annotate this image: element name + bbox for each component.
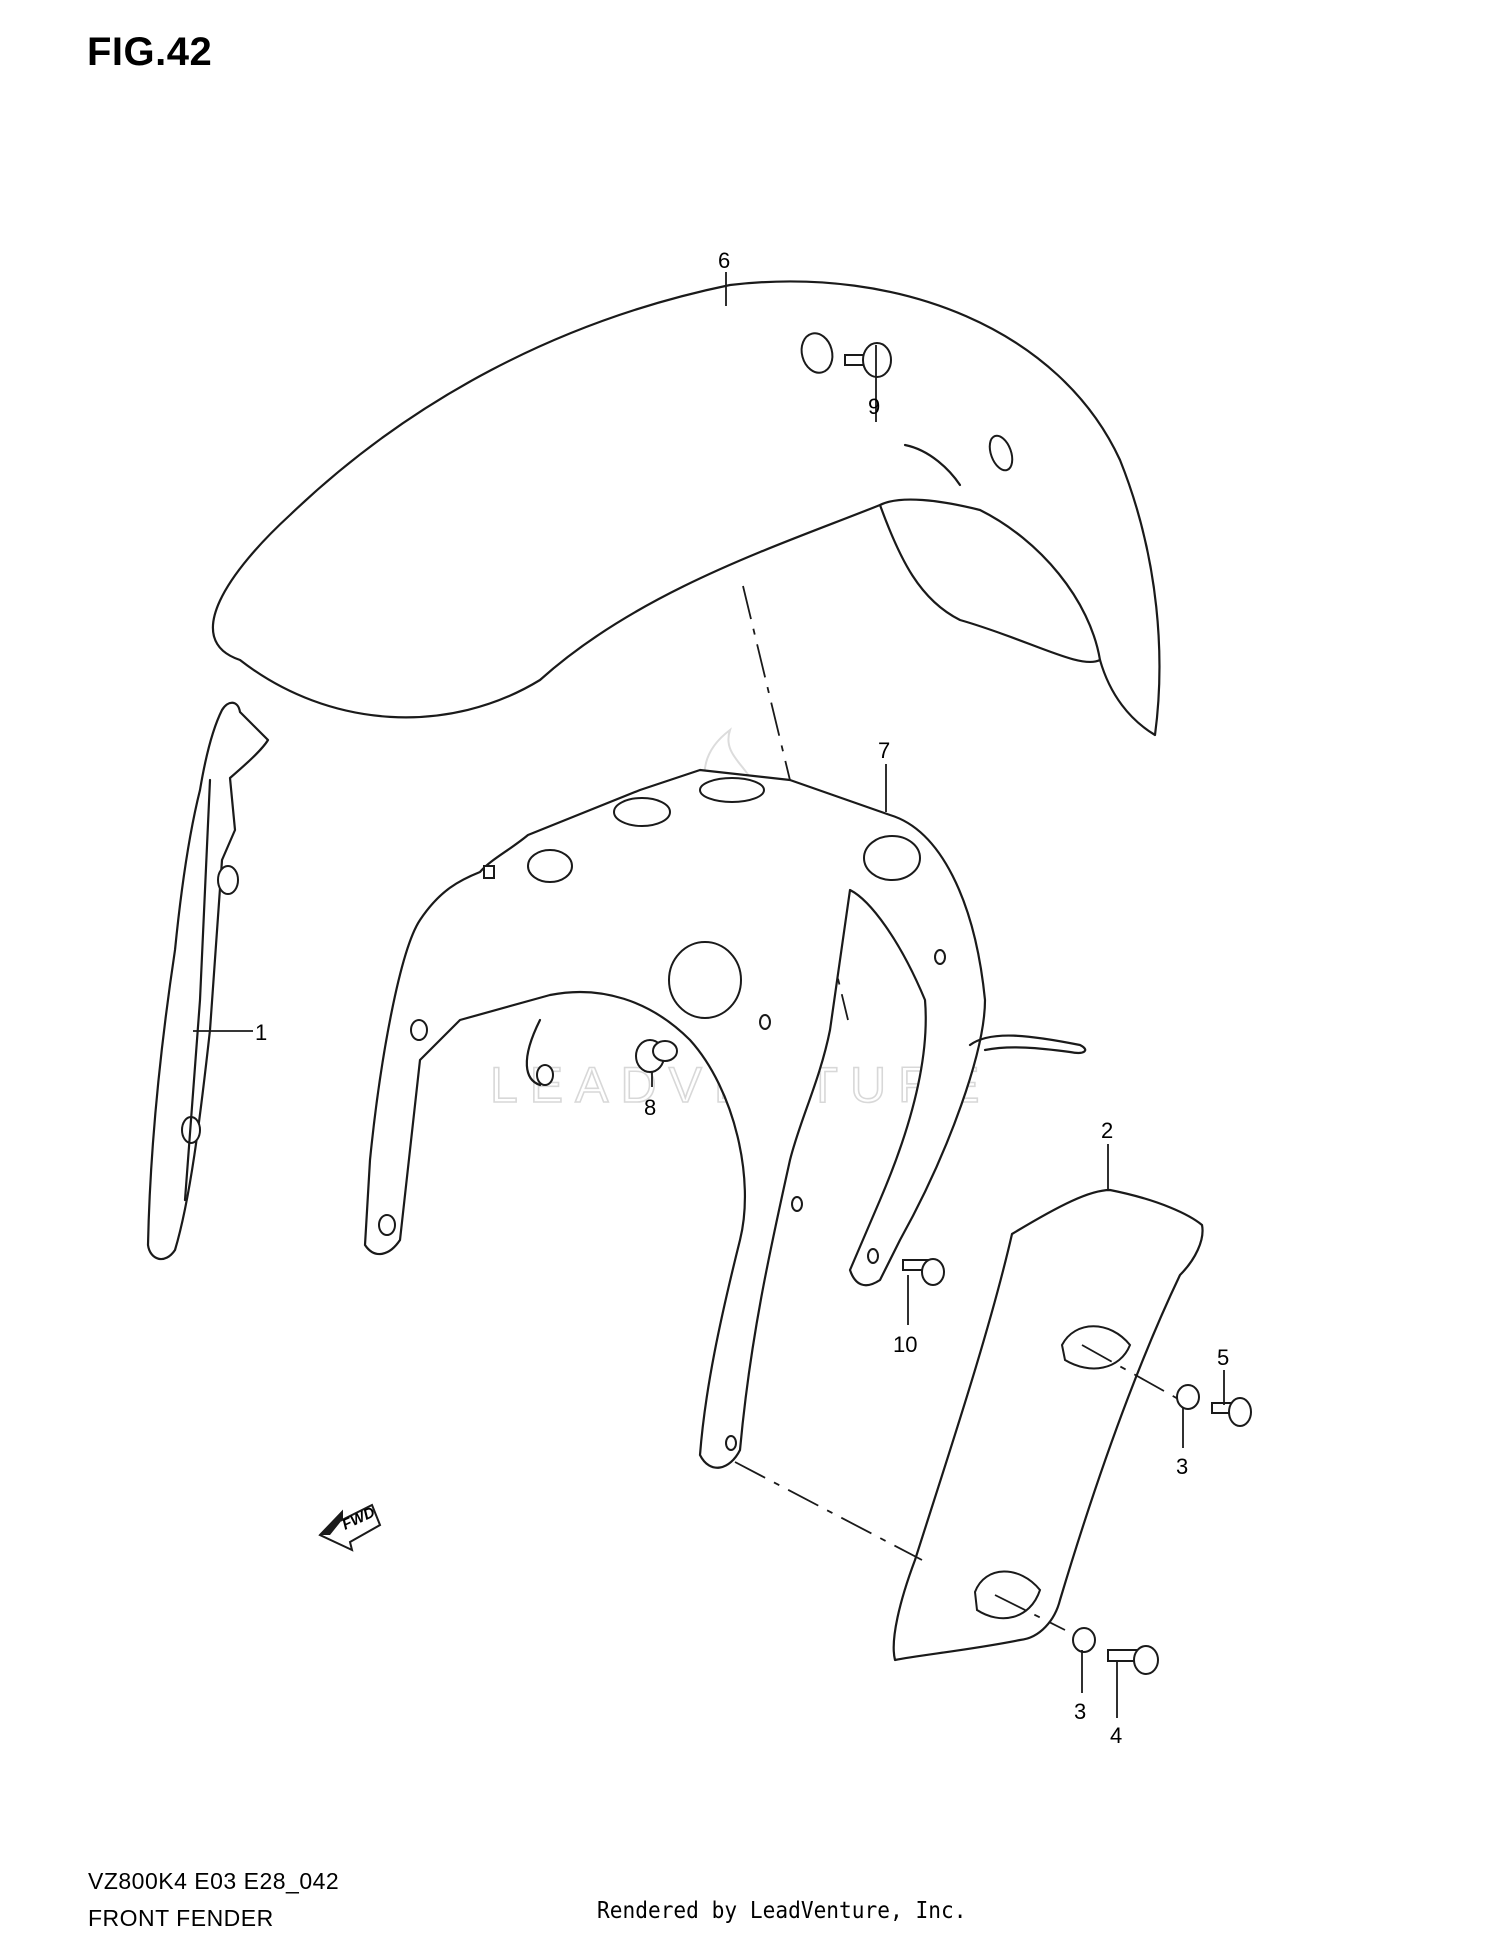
callout-4: 4 — [1110, 1723, 1122, 1748]
model-code: VZ800K4 E03 E28_042 — [88, 1868, 340, 1894]
part-4-screw[interactable] — [1107, 1645, 1159, 1675]
part-9-bolt[interactable] — [797, 330, 892, 378]
callout-9: 9 — [868, 394, 880, 419]
fwd-arrow-icon: FWD — [318, 1503, 382, 1552]
callout-1: 1 — [255, 1020, 267, 1045]
callout-3-lower: 3 — [1074, 1699, 1086, 1724]
part-1-side-cover[interactable] — [146, 701, 270, 1261]
part-6-front-fender[interactable] — [211, 280, 1161, 1021]
callout-6: 6 — [718, 248, 730, 273]
part-3-spacer-lower[interactable] — [1072, 1627, 1096, 1653]
part-8-nut[interactable] — [635, 1039, 678, 1073]
callout-3-upper: 3 — [1176, 1454, 1188, 1479]
callout-numbers: 6 9 7 1 8 2 10 5 3 3 4 — [255, 248, 1229, 1748]
part-3-spacer-upper[interactable] — [1176, 1384, 1200, 1410]
figure-title: FIG.42 — [87, 30, 213, 74]
leader-lines — [193, 272, 1225, 1718]
callout-7: 7 — [878, 738, 890, 763]
callout-8: 8 — [644, 1095, 656, 1120]
part-10-screw[interactable] — [902, 1258, 945, 1286]
callout-10: 10 — [893, 1332, 917, 1357]
rendered-by-credit: Rendered by LeadVenture, Inc. — [597, 1898, 967, 1924]
part-2-emblem-plate[interactable] — [734, 1188, 1204, 1662]
part-5-screw[interactable] — [1211, 1397, 1252, 1427]
part-7-fender-brace[interactable] — [363, 768, 1087, 1469]
callout-2: 2 — [1101, 1118, 1113, 1143]
callout-5: 5 — [1217, 1345, 1229, 1370]
section-name: FRONT FENDER — [88, 1905, 274, 1931]
